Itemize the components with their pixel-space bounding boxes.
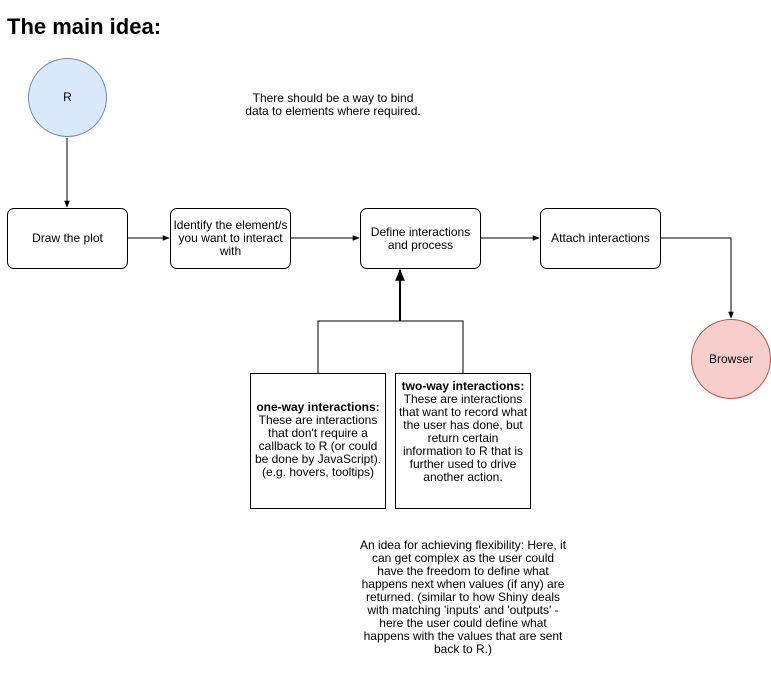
two-way-body: These are interactions that want to reco… [398,392,528,484]
identify-elements-node: Identify the element/s you want to inter… [170,208,291,269]
one-way-heading: one-way interactions: [256,400,380,414]
draw-plot-node: Draw the plot [7,208,128,269]
arrow-attach-to-browser [661,237,734,319]
page-title: The main idea: [7,14,162,39]
two-way-heading: two-way interactions: [401,379,525,393]
define-interactions-node: Define interactions and process [360,208,481,269]
one-way-body: These are interactions that don't requir… [254,413,382,479]
attach-interactions-node: Attach interactions [540,208,661,269]
two-way-interactions-box: two-way interactions: These are interact… [395,373,531,509]
bind-data-note: There should be a way to bind data to el… [245,91,421,118]
browser-node: Browser [691,319,771,399]
bracket-interaction-types [317,320,464,373]
one-way-interactions-box: one-way interactions: These are interact… [250,373,386,509]
r-node: R [28,58,107,137]
flexibility-note: An idea for achieving flexibility: Here,… [359,538,567,656]
